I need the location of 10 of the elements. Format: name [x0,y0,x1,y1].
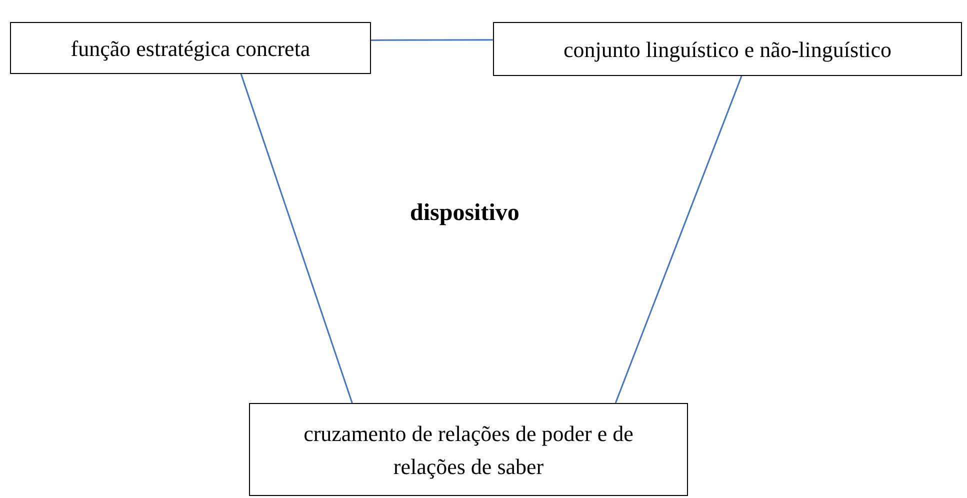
text-box [493,22,962,76]
box-text: função estratégica concreta [70,34,310,63]
box-text: conjunto linguístico e não-linguístico [563,36,892,64]
diagram-label: dispositivo [410,200,520,227]
connector-line [614,76,742,404]
connector-line [371,39,493,41]
text-box [10,22,371,74]
text-box [249,403,688,496]
box-text: cruzamento de relações de poder e de relações de saber [302,420,634,481]
connector-line [240,74,353,404]
